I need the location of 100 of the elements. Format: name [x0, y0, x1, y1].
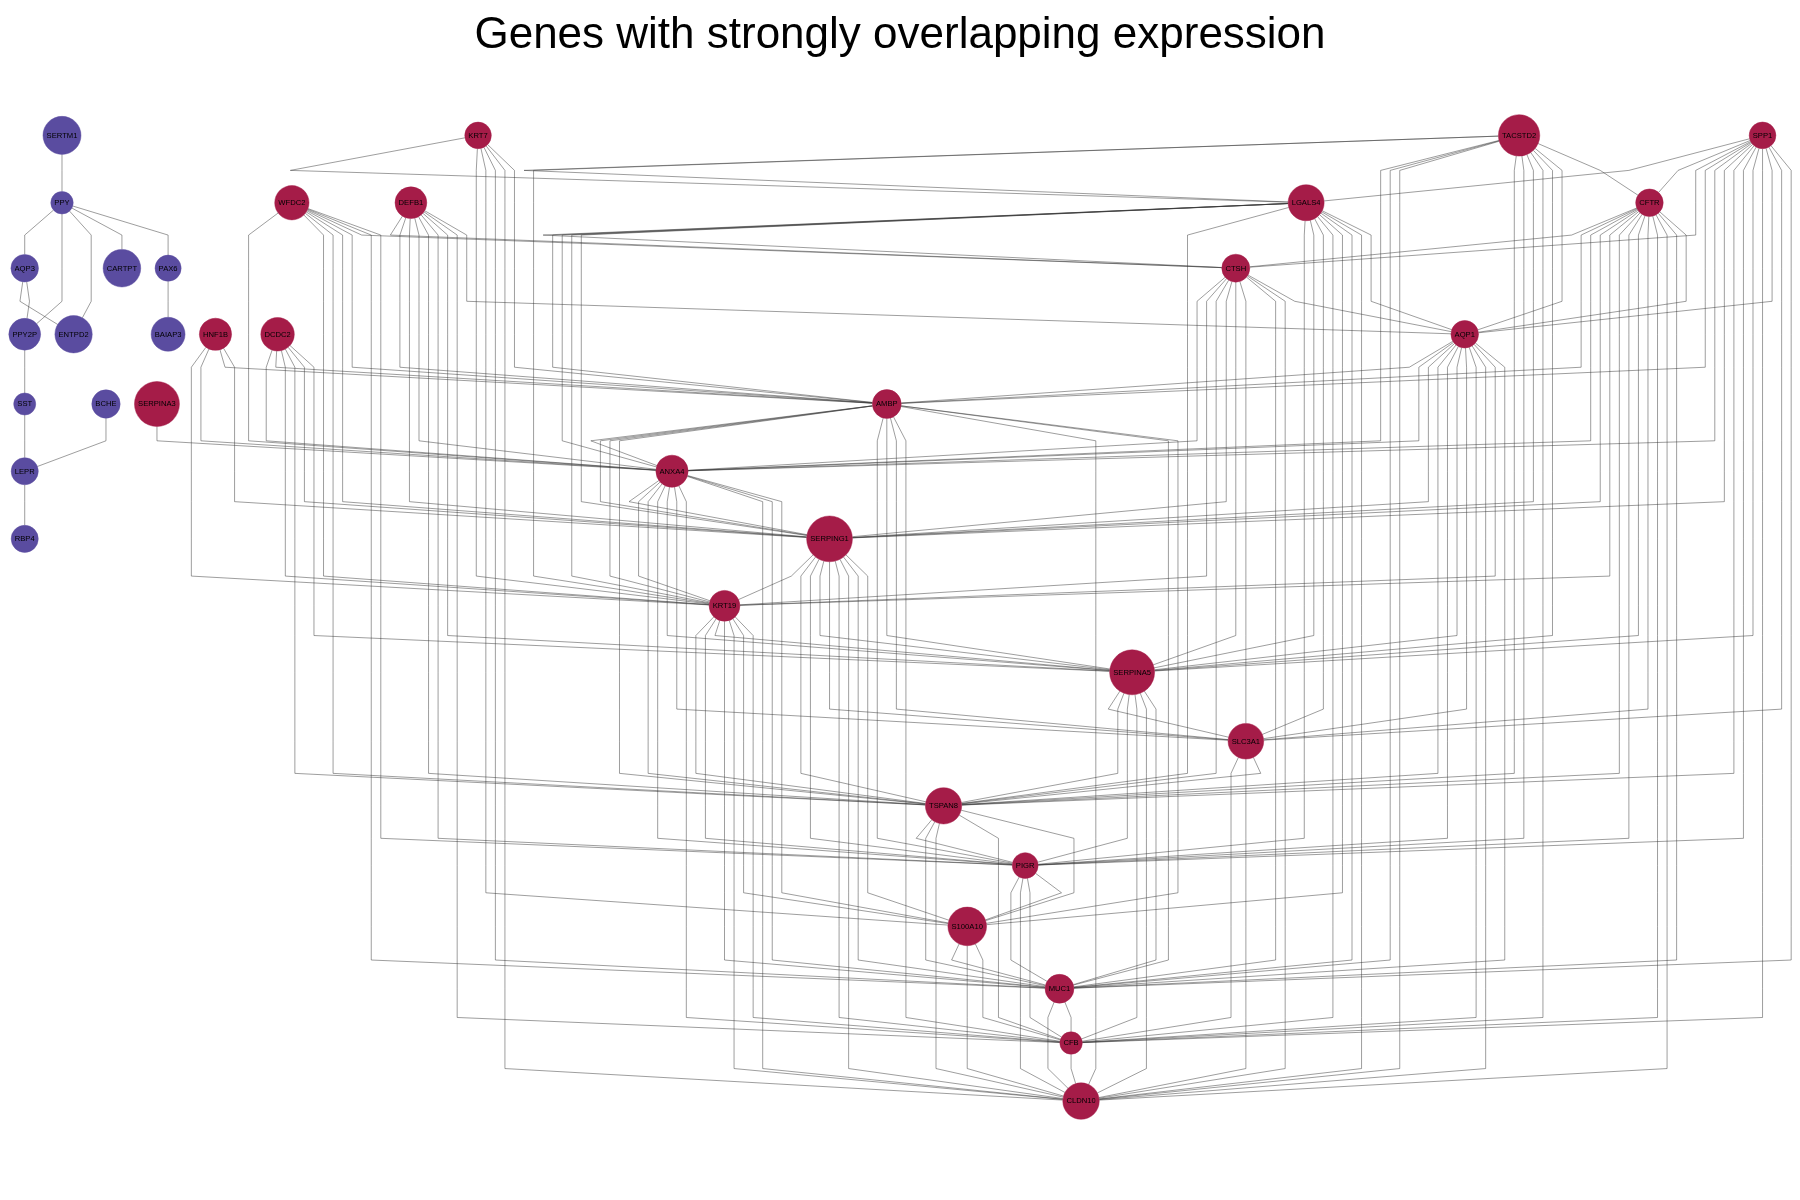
connector: [886, 418, 1111, 670]
connector: [476, 148, 710, 605]
connector: [732, 618, 949, 924]
connector: [657, 485, 1013, 865]
connector: [890, 417, 1229, 740]
connector: [1082, 216, 1334, 1043]
connector: [36, 213, 63, 324]
connector: [819, 560, 1111, 670]
connector: [695, 616, 926, 804]
connector: [289, 345, 1110, 672]
connector: [306, 210, 873, 404]
connector: [1154, 150, 1553, 671]
connector: [1108, 690, 1229, 738]
connector: [19, 281, 58, 325]
connector: [480, 148, 949, 926]
connector: [935, 823, 1064, 1098]
connector: [967, 945, 1064, 1097]
connector: [628, 480, 808, 535]
connector: [961, 344, 1457, 805]
connector: [961, 145, 1755, 806]
connector: [1037, 220, 1306, 865]
connector: [739, 278, 1227, 606]
connector: [810, 559, 1013, 865]
connector: [1154, 347, 1462, 671]
connector: [687, 143, 1752, 471]
connector: [266, 349, 657, 471]
connector: [739, 211, 1639, 606]
connector: [961, 212, 1641, 806]
connector: [200, 348, 657, 471]
connector: [893, 416, 1061, 1042]
connector: [925, 821, 1046, 986]
connector: [1153, 281, 1237, 666]
connector: [961, 279, 1229, 804]
connector: [687, 209, 1638, 471]
connector: [533, 135, 1499, 604]
connector: [1082, 152, 1544, 1043]
connector: [399, 217, 873, 404]
connector: [705, 618, 1013, 865]
connector: [687, 342, 1454, 471]
connector: [1037, 346, 1459, 865]
connector: [687, 277, 1226, 471]
connector: [1537, 143, 1639, 196]
connector: [687, 140, 1500, 471]
connector: [1027, 878, 1062, 1038]
connector: [1097, 693, 1147, 1094]
connector: [1037, 155, 1525, 866]
connector: [1037, 694, 1130, 863]
connector: [674, 486, 1229, 741]
connector: [281, 350, 710, 605]
connector: [724, 620, 1046, 988]
connector: [845, 554, 950, 921]
connector: [975, 943, 1061, 1041]
connector: [951, 943, 1046, 986]
connector: [1154, 148, 1760, 672]
connector: [852, 281, 1233, 537]
connector: [961, 757, 1261, 805]
connector: [285, 348, 926, 806]
connector: [306, 211, 807, 538]
connector: [307, 208, 1046, 989]
connector: [986, 214, 1343, 925]
connector: [1249, 141, 1751, 268]
connector: [1263, 146, 1782, 741]
connector: [1081, 757, 1239, 1042]
connector: [877, 417, 1013, 864]
connector: [305, 213, 926, 806]
connector: [647, 483, 926, 805]
connector: [687, 475, 949, 924]
connector: [961, 155, 1517, 806]
connector: [1154, 215, 1646, 671]
connector: [424, 210, 1452, 335]
connector: [1073, 690, 1157, 985]
connector: [852, 343, 1455, 538]
connector: [581, 203, 1289, 536]
connector: [1263, 347, 1467, 739]
connector: [1262, 218, 1324, 735]
connector: [1098, 140, 1500, 1100]
connector: [303, 214, 710, 605]
connector: [423, 211, 1061, 1043]
connector: [571, 203, 1289, 604]
connector: [638, 481, 711, 601]
connector: [1020, 878, 1066, 1093]
connector: [1478, 148, 1773, 334]
connector: [418, 216, 926, 805]
connector: [26, 281, 30, 319]
connector: [900, 142, 1752, 404]
connector: [1073, 212, 1353, 988]
connector: [961, 207, 1289, 804]
connector: [829, 561, 1229, 741]
connector: [900, 406, 1097, 1085]
connector: [1239, 281, 1247, 724]
connector: [414, 217, 657, 470]
connector: [1153, 220, 1315, 669]
connector: [852, 210, 1639, 538]
connector: [600, 405, 873, 536]
connector: [248, 212, 657, 471]
connector: [843, 556, 1046, 987]
connector: [985, 873, 1062, 921]
connector: [961, 693, 1125, 803]
connector: [290, 137, 1289, 203]
connector: [900, 341, 1454, 404]
